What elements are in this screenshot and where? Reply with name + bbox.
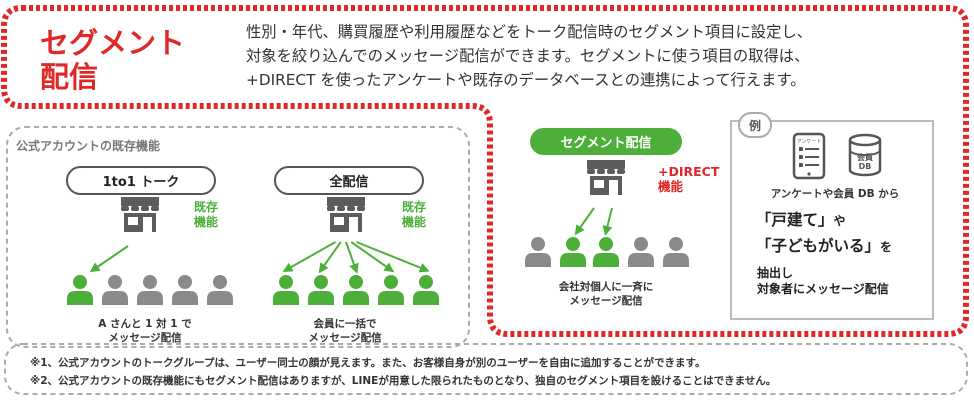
tag-line: 機能 xyxy=(658,179,684,194)
example-output: 抽出し 対象者にメッセージ配信 xyxy=(757,265,889,297)
database-icon: 会員 DB xyxy=(848,133,882,177)
caption-line: メッセージ配信 xyxy=(308,332,382,344)
tag-line: 既存 xyxy=(194,200,219,214)
db-icon-text: 会員 xyxy=(857,152,873,162)
broadcast-caption: 会員に一括で メッセージ配信 xyxy=(270,317,420,345)
person-icon xyxy=(343,275,369,305)
db-icon-text: DB xyxy=(859,162,872,171)
arrow-icon xyxy=(356,241,430,273)
description-line: 対象を絞り込んでのメッセージ配信ができます。セグメントに使う項目の取得は、 xyxy=(246,47,810,65)
broadcast-pill: 全配信 xyxy=(274,166,424,195)
segment-title: セグメント 配信 xyxy=(40,26,210,94)
one-to-one-caption: A さんと 1 対 1 で メッセージ配信 xyxy=(70,317,220,345)
segment-delivery-pill: セグメント配信 xyxy=(530,128,682,155)
arrow-icon xyxy=(574,207,595,236)
description-line: 性別・年代、購買履歴や利用履歴などをトーク配信時のセグメント項目に設定し、 xyxy=(246,23,812,41)
query-text: 「子どもがいる」 xyxy=(756,237,881,255)
person-icon xyxy=(308,275,334,305)
store-icon xyxy=(121,197,159,232)
notes: ※1、公式アカウントのトークグループは、ユーザー同士の顔が見えます。また、お客様… xyxy=(30,354,776,390)
person-icon xyxy=(67,275,93,305)
store-icon xyxy=(327,197,365,232)
arrow-icon xyxy=(282,241,336,272)
arrow-icon xyxy=(345,241,359,274)
query-suffix: を xyxy=(880,240,893,254)
example-query-1: 「戸建て」や xyxy=(756,208,846,230)
person-icon xyxy=(560,237,586,267)
one-to-one-tag: 既存 機能 xyxy=(194,200,218,230)
output-line: 抽出し xyxy=(757,266,794,280)
segment-delivery-caption: 会社対個人に一斉に メッセージ配信 xyxy=(520,280,692,308)
example-box xyxy=(730,120,934,320)
example-query-2: 「子どもがいる」を xyxy=(756,234,892,256)
broadcast-tag: 既存 機能 xyxy=(402,200,426,230)
description-line: +DIRECT を使ったアンケートや既存のデータベースとの連携によって行えます。 xyxy=(246,71,806,89)
direct-feature-tag: +DIRECT 機能 xyxy=(658,164,719,194)
segment-title-line: セグメント xyxy=(40,26,186,60)
segment-frame xyxy=(1,5,969,337)
segment-description: 性別・年代、購買履歴や利用履歴などをトーク配信時のセグメント項目に設定し、 対象… xyxy=(246,20,966,92)
arrow-icon xyxy=(350,241,395,273)
person-icon xyxy=(102,275,128,305)
one-to-one-pill: 1to1 トーク xyxy=(66,166,216,195)
caption-line: 会員に一括で xyxy=(313,318,377,330)
example-icons: アンケート 会員 DB xyxy=(792,132,882,180)
tag-line: 機能 xyxy=(402,215,427,229)
query-text: 「戸建て」 xyxy=(756,211,834,229)
caption-line: メッセージ配信 xyxy=(108,332,182,344)
segment-title-line: 配信 xyxy=(40,60,99,94)
caption-line: メッセージ配信 xyxy=(569,295,643,307)
store-icon xyxy=(587,160,625,195)
notes-frame xyxy=(4,343,968,395)
note-line: ※1、公式アカウントのトークグループは、ユーザー同士の顔が見えます。また、お客様… xyxy=(30,357,706,369)
person-icon xyxy=(207,275,233,305)
caption-line: 会社対個人に一斉に xyxy=(558,281,654,293)
standard-features-label: 公式アカウントの既存機能 xyxy=(16,139,161,153)
example-source-text: アンケートや会員 DB から xyxy=(770,188,900,200)
tag-line: 機能 xyxy=(194,215,219,229)
person-icon xyxy=(137,275,163,305)
tag-line: +DIRECT xyxy=(658,164,720,179)
person-icon xyxy=(628,237,654,267)
person-icon xyxy=(413,275,439,305)
person-icon xyxy=(593,237,619,267)
output-line: 対象者にメッセージ配信 xyxy=(757,282,889,296)
person-icon xyxy=(172,275,198,305)
note-line: ※2、公式アカウントの既存機能にもセグメント配信はありますが、LINEが用意した… xyxy=(30,375,777,387)
person-icon xyxy=(273,275,299,305)
survey-icon-text: アンケート xyxy=(797,138,822,145)
survey-tablet-icon: アンケート xyxy=(792,132,826,180)
person-icon xyxy=(663,237,689,267)
query-suffix: や xyxy=(833,214,846,228)
arrow-icon xyxy=(318,241,342,274)
arrow-icon xyxy=(89,245,129,273)
caption-line: A さんと 1 対 1 で xyxy=(98,318,192,330)
arrow-icon xyxy=(602,207,613,236)
tag-line: 既存 xyxy=(402,200,427,214)
example-badge: 例 xyxy=(738,112,772,138)
person-icon xyxy=(525,237,551,267)
person-icon xyxy=(378,275,404,305)
